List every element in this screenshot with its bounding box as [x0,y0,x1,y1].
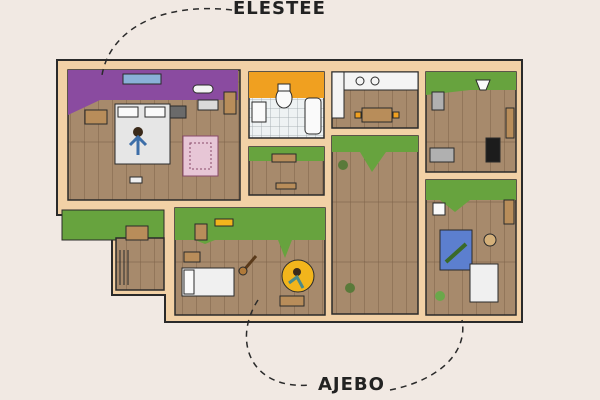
room-bedroom [67,69,241,201]
room-entrance [61,209,165,291]
tv-icon [169,105,187,119]
bin-icon [485,137,501,163]
plant-icon [338,160,348,170]
stairs-icon [119,250,129,285]
room-bedroom-2 [174,207,326,316]
room-study [425,71,517,173]
room-kitchen [331,71,419,129]
person-icon-2 [293,268,301,276]
label-bottom: AJEBO [318,374,385,395]
plant-icon-2 [435,291,445,301]
toilet-icon [275,83,293,109]
nightstand-icon [84,109,108,125]
room-bedroom-3 [425,179,517,316]
rug-icon-blue [439,229,473,271]
room-closet [248,146,325,196]
window-icon [122,73,162,85]
rug-icon [182,135,219,177]
bed-icon-2 [181,267,235,297]
lamp-icon [192,84,214,94]
person-icon [133,127,143,137]
room-bathroom [248,71,325,139]
plant-icon-hall [345,283,355,293]
room-hallway [331,135,419,315]
bed-icon-3 [469,263,499,303]
sink-icon [251,101,267,123]
bathtub-icon [304,97,322,135]
dog-icon [483,233,497,247]
kitchen-counter-icon [331,71,419,91]
sofa-icon [431,91,445,111]
bed-icon [114,103,171,165]
dashed-arc-bottom [245,299,464,391]
dashed-arc-top [101,7,233,76]
table-icon [361,107,393,123]
label-top: ELESTEE [233,0,326,19]
slippers-icon [129,176,143,184]
